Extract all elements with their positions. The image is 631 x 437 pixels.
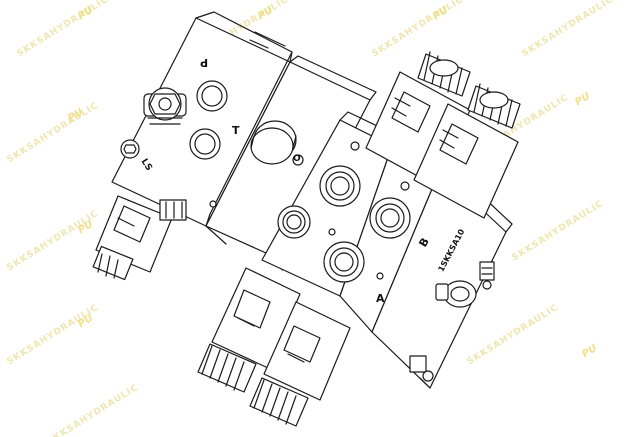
b2-port-icon [323, 241, 365, 283]
solenoid-coil-bottom-1 [197, 267, 301, 393]
fitting-icon [479, 261, 495, 290]
bolt-icon [328, 228, 336, 236]
small-port-icon [292, 154, 304, 166]
connector-icon [159, 199, 187, 221]
b1-port-icon [277, 205, 311, 239]
plug-icon [250, 120, 297, 165]
ls-solenoid [92, 195, 187, 281]
coil-nut-icon [467, 83, 521, 129]
ls-port-icon [120, 139, 140, 159]
bolt-icon [350, 141, 360, 151]
coil-nut-icon [197, 343, 257, 393]
work-section-1 [261, 111, 399, 297]
coil-nut-icon [92, 245, 134, 281]
coil-nut-icon [417, 51, 471, 97]
t-port-icon [189, 128, 221, 160]
coil-nut-icon [249, 377, 309, 427]
bottom-fitting-icon [409, 355, 434, 382]
bolt-icon [400, 181, 410, 191]
solenoid-coil-bottom-2 [249, 301, 351, 427]
p-port-icon [196, 80, 228, 112]
end-block [371, 163, 513, 389]
inlet-block [111, 11, 293, 242]
end-port-icon [435, 280, 477, 308]
a2-port-icon [369, 197, 411, 239]
bolt-icon [209, 200, 217, 208]
solenoid-coil-top-2 [413, 83, 521, 219]
relief-valve-icon [143, 87, 187, 125]
bolt-icon [376, 272, 384, 280]
a1-port-icon [319, 165, 361, 207]
